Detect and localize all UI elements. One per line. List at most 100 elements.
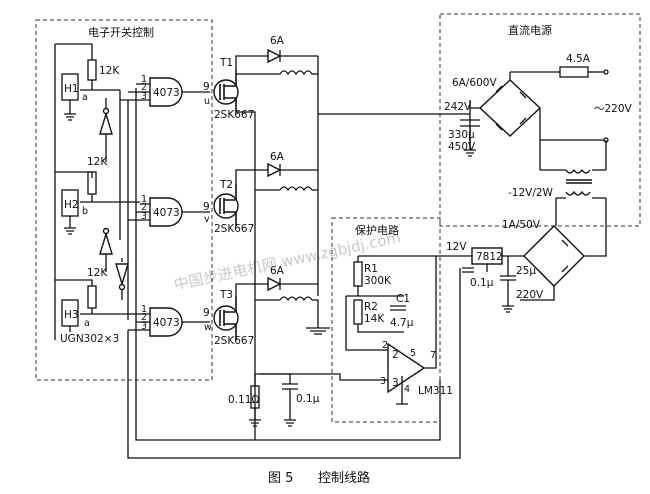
h1-pin-label: a [82, 92, 88, 103]
main-cap-value: 330μ [448, 129, 475, 141]
regulator-7812: 12V 7812 0.1μ 25μ 220V [440, 241, 555, 313]
op-pin7: 7 [430, 350, 436, 361]
c1-value: 4.7μ [390, 317, 414, 329]
t2-label: T2 [219, 179, 233, 191]
op-pin4: 4 [404, 384, 410, 395]
gate-1-pin3: 3 [141, 91, 147, 102]
op-pin5: 5 [410, 348, 416, 359]
figure-number: 图 5 [268, 471, 293, 486]
op-pin2: 2 [392, 349, 399, 361]
op-pin3: 3 [392, 377, 399, 389]
current-sense: 0.11Ω 0.1μ [228, 373, 320, 427]
protection-circuit: R1 300K R2 14K C1 4.7μ 2 3 2 3 5 7 4 LM3… [260, 255, 453, 405]
winding-branch-2: 6A [235, 150, 319, 296]
sense-cap-label: 0.1μ [296, 393, 320, 405]
resistor-12k-2-label: 12K [87, 156, 108, 168]
main-fuse-label: 4.5A [566, 53, 591, 65]
reg-label: 7812 [476, 251, 503, 263]
hall-sensor-h2-group: 12K H2 b [55, 156, 140, 235]
op-pin3-ext: 3 [380, 376, 386, 387]
h2-label: H2 [64, 199, 79, 211]
control-block-title: 电子开关控制 [88, 25, 154, 39]
coil-2 [279, 186, 313, 192]
ground-coils [306, 327, 330, 335]
gate-2-pin2: 2 [141, 202, 147, 213]
h3-label: H3 [64, 309, 79, 321]
c1-label: C1 [396, 293, 410, 305]
hall-sensor-h3-group: 12K H3 a UGN302×3 [55, 267, 140, 345]
bus-voltage: 242V [444, 101, 472, 113]
gate-1-label: 4073 [153, 87, 180, 99]
inverter-1 [99, 98, 113, 162]
gate-2-pin1: 1 [141, 194, 147, 205]
gate-2-pin3: 3 [141, 211, 147, 222]
control-block-outline [35, 19, 213, 381]
main-bridge-rectifier: 6A/600V [452, 77, 542, 137]
protection-title: 保护电路 [355, 223, 399, 237]
resistor-12k-1-label: 12K [99, 65, 120, 77]
inverter-2 [99, 227, 113, 272]
op-pin2-ext: 2 [382, 340, 388, 351]
t2-phase-v: v [204, 214, 210, 225]
t1-part: 2SK667 [214, 109, 254, 121]
protection-outline [331, 217, 441, 423]
r2-value: 14K [364, 313, 385, 325]
r1-value: 300K [364, 275, 392, 287]
hall-part-label: UGN302×3 [60, 333, 119, 345]
t3-phase-w: w [204, 322, 212, 333]
figure-title: 控制线路 [318, 470, 370, 486]
ac-input-label: ～220V [594, 103, 633, 115]
reg-output-voltage: 12V [446, 241, 467, 253]
diode-3-rating: 6A [270, 265, 285, 277]
resistor-r1 [353, 261, 363, 287]
gate-3-pin2: 2 [141, 312, 147, 323]
low-bridge-rectifier: 1A/50V [502, 198, 607, 287]
r2-label: R2 [364, 301, 378, 313]
resistor-12k-1 [87, 59, 97, 81]
t3-label: T3 [219, 289, 233, 301]
t1-pin9: 9 [203, 81, 210, 93]
resistor-12k-3 [87, 285, 97, 309]
diode-1-rating: 6A [270, 35, 285, 47]
ground-h1 [64, 113, 76, 121]
h3-pin-label: a [84, 318, 90, 329]
resistor-r2 [353, 299, 363, 325]
t2-part: 2SK667 [214, 223, 254, 235]
gate-2-label: 4073 [153, 207, 180, 219]
dc-supply-outline [439, 13, 641, 227]
shunt-label: 0.11Ω [228, 394, 259, 406]
and-gate-1: 4073 1 2 3 [120, 74, 210, 107]
mosfet-t1: 9 u T1 2SK667 [203, 57, 254, 121]
coil-3 [279, 296, 313, 302]
dc-supply-title: 直流电源 [508, 23, 552, 37]
inverter-3 [115, 258, 129, 300]
main-filter-cap: 330μ 450V [448, 119, 480, 157]
h2-pin-label: b [82, 206, 88, 217]
t2-pin9: 9 [203, 201, 210, 213]
resistor-12k-3-label: 12K [87, 267, 108, 279]
main-cap-voltage: 450V [448, 141, 476, 153]
t1-phase-u: u [204, 96, 210, 107]
coil-1 [279, 70, 313, 76]
t3-part: 2SK667 [214, 335, 254, 347]
gate-3-pin1: 1 [141, 304, 147, 315]
ground-h2 [64, 227, 76, 235]
transformer-rating: -12V/2W [508, 187, 554, 199]
comparator-lm311 [387, 342, 426, 394]
t1-label: T1 [219, 57, 233, 69]
diode-2-rating: 6A [270, 151, 285, 163]
and-gate-3: 4073 1 2 3 [128, 304, 210, 337]
comparator-label: LM311 [418, 385, 453, 397]
c25-voltage: 220V [516, 289, 544, 301]
return-wire-2 [127, 268, 461, 459]
gate-3-pin3: 3 [141, 321, 147, 332]
gate-1-pin2: 2 [141, 82, 147, 93]
logic-crosslinks [119, 88, 137, 320]
winding-branch-1: 6A [235, 35, 319, 440]
bridge-top-label: 6A/600V [452, 77, 497, 89]
hall-sensor-h1-group: 12K H1 a [61, 44, 120, 121]
t3-pin9: 9 [203, 307, 210, 319]
gate-3-label: 4073 [153, 317, 180, 329]
